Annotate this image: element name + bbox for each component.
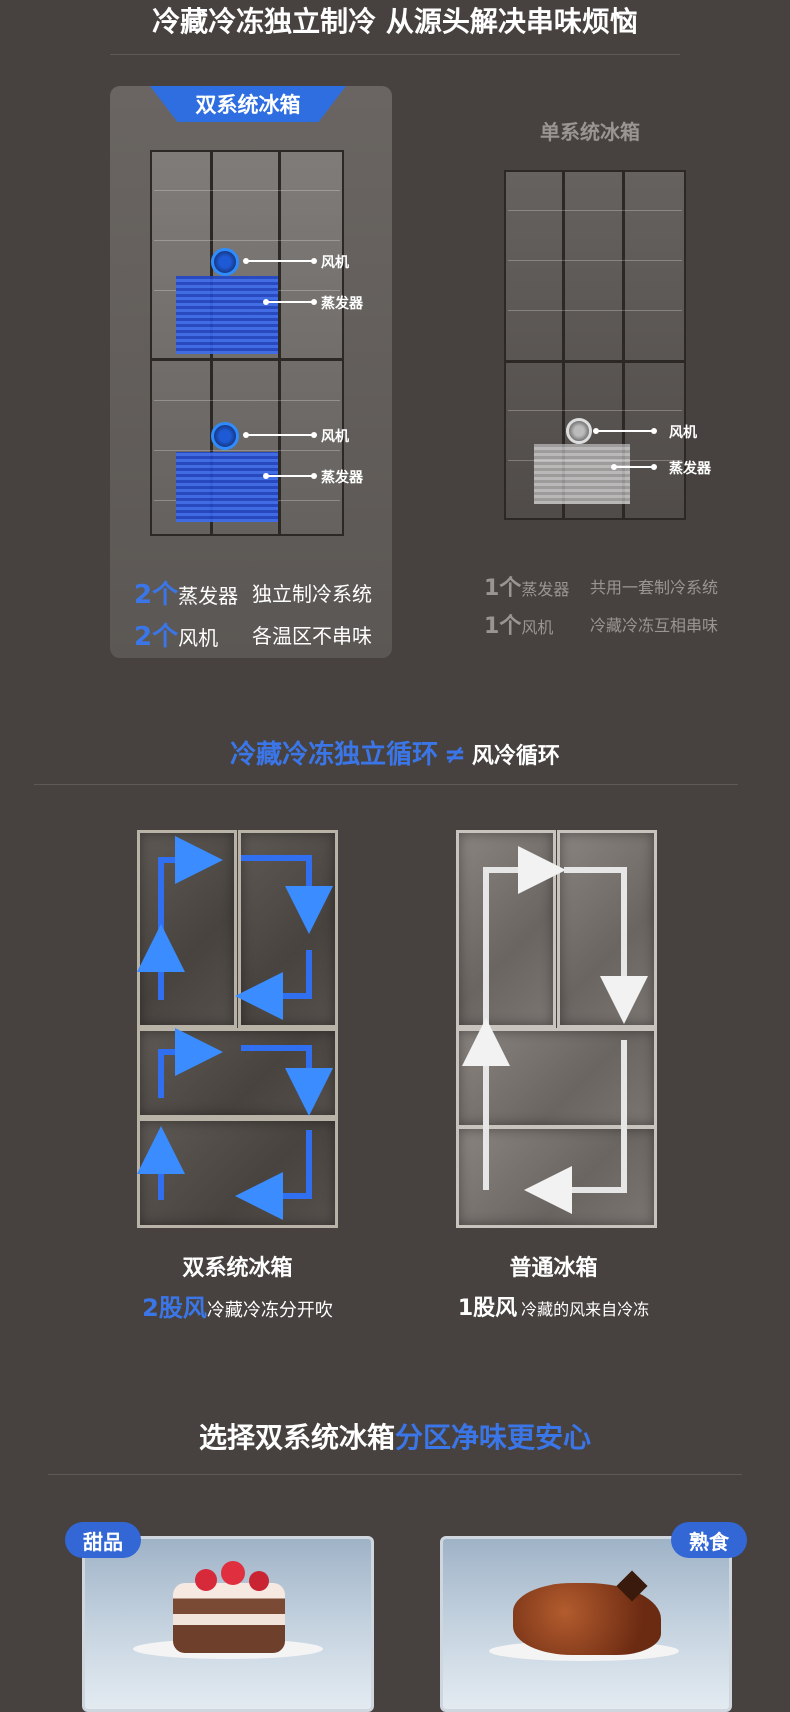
tag-cooked-food: 熟食 [671, 1522, 747, 1558]
upper-evaporator [176, 276, 278, 354]
label-evap-upper: 蒸发器 [321, 296, 363, 312]
label-evap-lower: 蒸发器 [321, 470, 363, 486]
leader-line [243, 432, 317, 438]
strawberry [221, 1561, 245, 1585]
dual-stat-evaporator: 2个蒸发器 [134, 580, 239, 610]
normal-airflow-desc: 1股风冷藏的风来自冷冻 [457, 1296, 650, 1321]
dual-system-tag: 双系统冰箱 [150, 86, 346, 122]
dual-stat-fan: 2个风机 [134, 622, 219, 652]
single-fan-icon [566, 418, 592, 444]
single-system-tag: 单系统冰箱 [540, 120, 640, 144]
lower-evaporator [176, 452, 278, 522]
strawberry [249, 1571, 269, 1591]
single-stat-fan: 1个风机 [484, 614, 554, 639]
dual-airflow-name: 双系统冰箱 [182, 1256, 293, 1281]
divider [110, 54, 680, 55]
leader-line [263, 299, 317, 305]
upper-fan-icon [211, 248, 239, 276]
label-fan-single: 风机 [669, 425, 697, 441]
dual-airflow-desc: 2股风冷藏冷冻分开吹 [142, 1294, 333, 1322]
single-stat-fan-desc: 冷藏冷冻互相串味 [590, 616, 719, 635]
label-fan-lower: 风机 [321, 429, 349, 445]
dual-stat-evaporator-desc: 独立制冷系统 [252, 582, 372, 606]
section2-title: 冷藏冷冻独立循环≠风冷循环 [230, 740, 560, 770]
single-stat-evaporator-desc: 共用一套制冷系统 [590, 578, 719, 597]
cooked-food-drawer [440, 1536, 732, 1712]
lower-fan-icon [211, 422, 239, 450]
section1-title: 冷藏冷冻独立制冷 从源头解决串味烦恼 [152, 5, 638, 38]
strawberry [195, 1569, 217, 1591]
section3-title: 选择双系统冰箱分区净味更安心 [198, 1421, 592, 1454]
divider [48, 1474, 742, 1475]
dual-system-panel [110, 86, 392, 658]
divider [34, 784, 738, 785]
label-fan-upper: 风机 [321, 255, 349, 271]
tag-dessert: 甜品 [65, 1522, 141, 1558]
single-stat-evaporator: 1个蒸发器 [484, 576, 570, 601]
dual-stat-fan-desc: 各温区不串味 [252, 624, 372, 648]
dessert-drawer [82, 1536, 374, 1712]
leader-line [243, 258, 317, 264]
leader-line [611, 464, 657, 470]
label-evap-single: 蒸发器 [669, 461, 711, 477]
single-evaporator [534, 444, 630, 504]
leader-line [593, 428, 657, 434]
normal-airflow-name: 普通冰箱 [509, 1256, 598, 1281]
cake [173, 1583, 285, 1653]
leader-line [263, 473, 317, 479]
